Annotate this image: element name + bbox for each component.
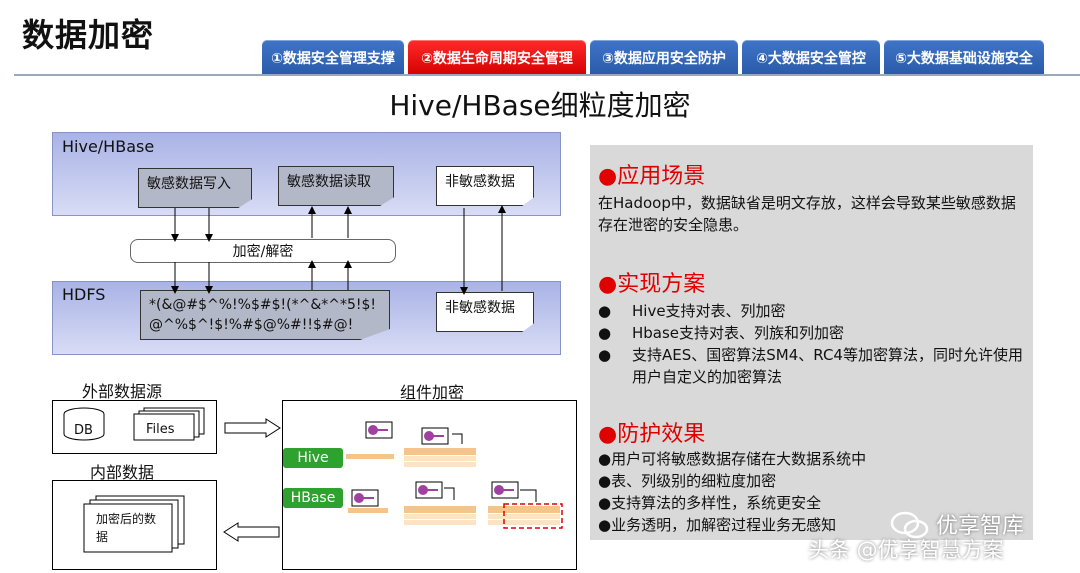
page-title: 数据加密 xyxy=(22,16,155,54)
list-item: ●Hive支持对表、列加密 xyxy=(598,302,786,320)
list-item: ●用户可将敏感数据存储在大数据系统中 xyxy=(598,450,867,468)
arrow-right-icon xyxy=(224,418,281,438)
tab-bigdata-control[interactable]: ④大数据安全管控 xyxy=(742,40,880,76)
encrypted-data-label: 加密后的数据 xyxy=(96,512,157,544)
arrow-left-icon xyxy=(223,522,280,542)
tab-infrastructure-security[interactable]: ⑤大数据基础设施安全 xyxy=(884,40,1044,76)
scenario-text: 在Hadoop中，数据缺省是明文存放，这样会导致某些敏感数据存在泄密的安全隐患。 xyxy=(598,194,1016,234)
list-item: ●支持算法的多样性，系统更安全 xyxy=(598,494,822,512)
implementation-list: ●Hive支持对表、列加密 ●Hbase支持对表、列族和列加密 ●支持AES、国… xyxy=(598,300,1028,388)
effect-list: ●用户可将敏感数据存储在大数据系统中 ●表、列级别的细粒度加密 ●支持算法的多样… xyxy=(598,448,1028,536)
key-icon xyxy=(491,481,519,499)
key-icon xyxy=(421,427,449,445)
external-source-caption: 外部数据源 xyxy=(81,382,162,401)
db-label: DB xyxy=(74,423,93,438)
files-label: Files xyxy=(146,422,175,437)
hive-tag: Hive xyxy=(283,448,343,468)
files-icon xyxy=(133,407,205,441)
scenario-heading: ●应用场景 xyxy=(598,164,706,189)
database-icon xyxy=(63,407,105,441)
internal-data-caption: 内部数据 xyxy=(89,463,154,482)
flow-arrows xyxy=(171,205,506,295)
hbase-tag: HBase xyxy=(283,488,343,508)
key-icon xyxy=(351,489,379,507)
encrypted-files-icon xyxy=(83,495,185,553)
list-item: ●表、列级别的细粒度加密 xyxy=(598,472,777,490)
info-panel xyxy=(590,145,1033,540)
non-sensitive-bottom-note: 非敏感数据 xyxy=(436,292,534,332)
implementation-heading: ●实现方案 xyxy=(598,272,706,297)
list-item: ●业务透明，加解密过程业务无感知 xyxy=(598,516,837,534)
list-item: ●支持AES、国密算法SM4、RC4等加密算法，同时允许使用用户自定义的加密算法 xyxy=(598,346,1023,386)
wechat-icon xyxy=(890,511,929,539)
tab-data-security-management[interactable]: ①数据安全管理支撑 xyxy=(262,40,404,76)
sensitive-write-note: 敏感数据写入 xyxy=(138,168,252,208)
hdfs-label: HDFS xyxy=(62,285,106,304)
watermark-brand: 优享智库 xyxy=(936,514,1025,539)
section-subtitle: Hive/HBase细粒度加密 xyxy=(389,89,691,122)
encrypt-decrypt-box: 加密/解密 xyxy=(130,239,396,263)
component-encrypt-caption: 组件加密 xyxy=(399,383,464,402)
tab-data-application-protection[interactable]: ③数据应用安全防护 xyxy=(590,40,738,76)
tab-data-lifecycle[interactable]: ②数据生命周期安全管理 xyxy=(408,40,586,76)
hive-hbase-label: Hive/HBase xyxy=(62,137,155,156)
list-item: ●Hbase支持对表、列族和列加密 xyxy=(598,324,845,342)
encrypted-tables-illustration xyxy=(346,421,563,529)
key-icon xyxy=(415,481,443,499)
sensitive-read-note: 敏感数据读取 xyxy=(278,166,394,206)
cipher-text-note: *(&@#$^%!%$#$!(*^&*^*5!$!@^%$^!$!%#$@%#!… xyxy=(140,290,390,340)
key-icon xyxy=(365,421,393,439)
title-divider xyxy=(14,74,1080,76)
effect-heading: ●防护效果 xyxy=(598,422,706,447)
watermark-line: 头条 @优享智慧方案 xyxy=(808,538,1004,562)
non-sensitive-top-note: 非敏感数据 xyxy=(436,166,534,206)
